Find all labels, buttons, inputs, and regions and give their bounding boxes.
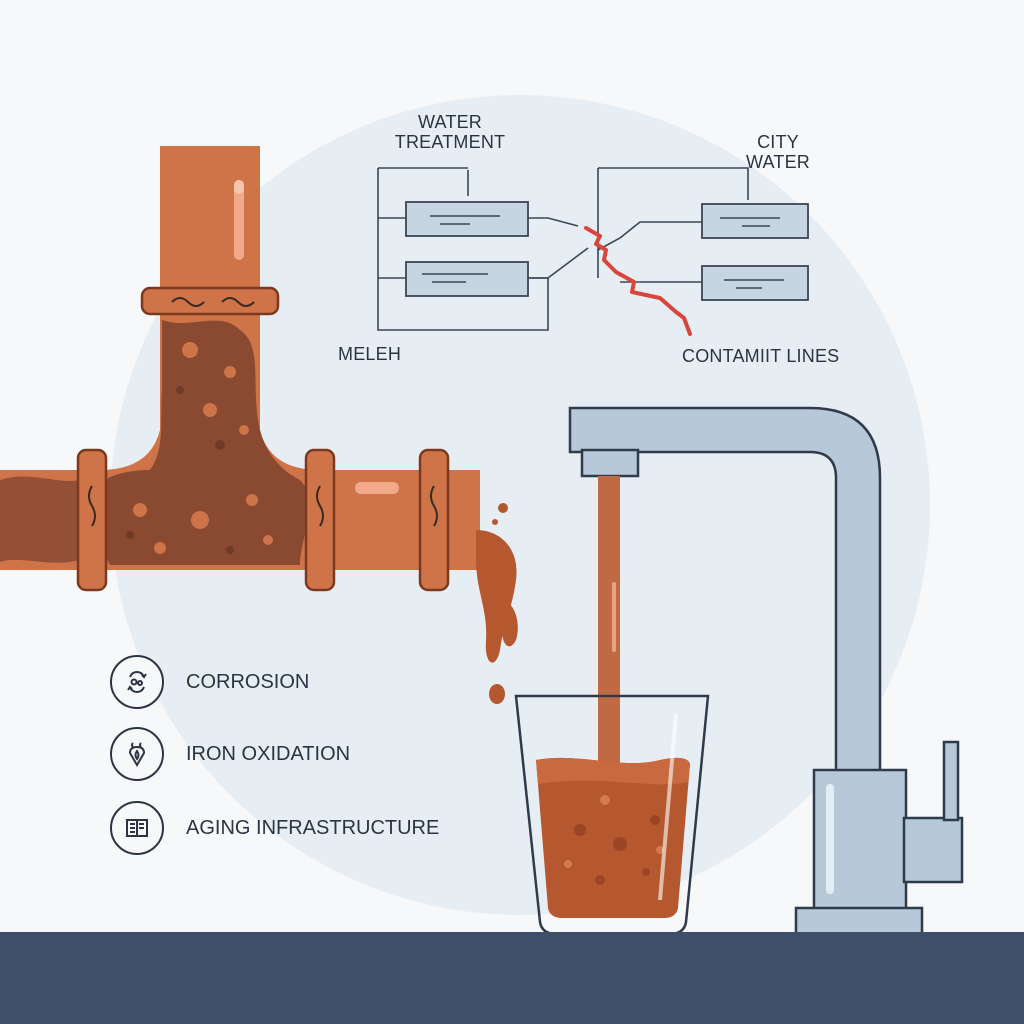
legend-label-corrosion: CORROSION [186, 670, 310, 693]
recycle-rust-icon [110, 655, 164, 709]
document-building-icon [110, 801, 164, 855]
treatment-schematic [377, 167, 749, 331]
water-treatment-line1: WATER [418, 112, 482, 132]
water-treatment-line2: TREATMENT [394, 132, 506, 152]
countertop [0, 932, 1024, 1024]
legend-item-aging-infrastructure: AGING INFRASTRUCTURE [110, 800, 439, 856]
corroded-pipe [0, 146, 480, 570]
legend-item-corrosion: CORROSION [110, 654, 309, 710]
meleh-label: MELEH [338, 344, 402, 364]
droplet-oxidation-icon [110, 727, 164, 781]
dripping-rust-water [476, 503, 518, 704]
city-water-line1: CITY [757, 132, 799, 152]
legend-label-iron-oxidation: IRON OXIDATION [186, 742, 351, 765]
city-tank-2 [701, 265, 809, 301]
city-water-label: CITY WATER [730, 132, 826, 172]
glass-of-rusty-water [514, 694, 710, 936]
water-treatment-label: WATER TREATMENT [390, 112, 510, 152]
city-water-line2: WATER [746, 152, 810, 172]
rusty-water-stream [598, 476, 620, 766]
legend-label-aging-infrastructure: AGING INFRASTRUCTURE [186, 816, 440, 839]
treatment-tank-1 [405, 201, 529, 237]
legend-item-iron-oxidation: IRON OXIDATION [110, 726, 350, 782]
contamination-crack [584, 226, 692, 336]
city-tank-1 [701, 203, 809, 239]
contaminated-lines-label: CONTAMIIT LINES [682, 346, 840, 366]
treatment-tank-2 [405, 261, 529, 297]
pipe-flanges [76, 286, 450, 592]
